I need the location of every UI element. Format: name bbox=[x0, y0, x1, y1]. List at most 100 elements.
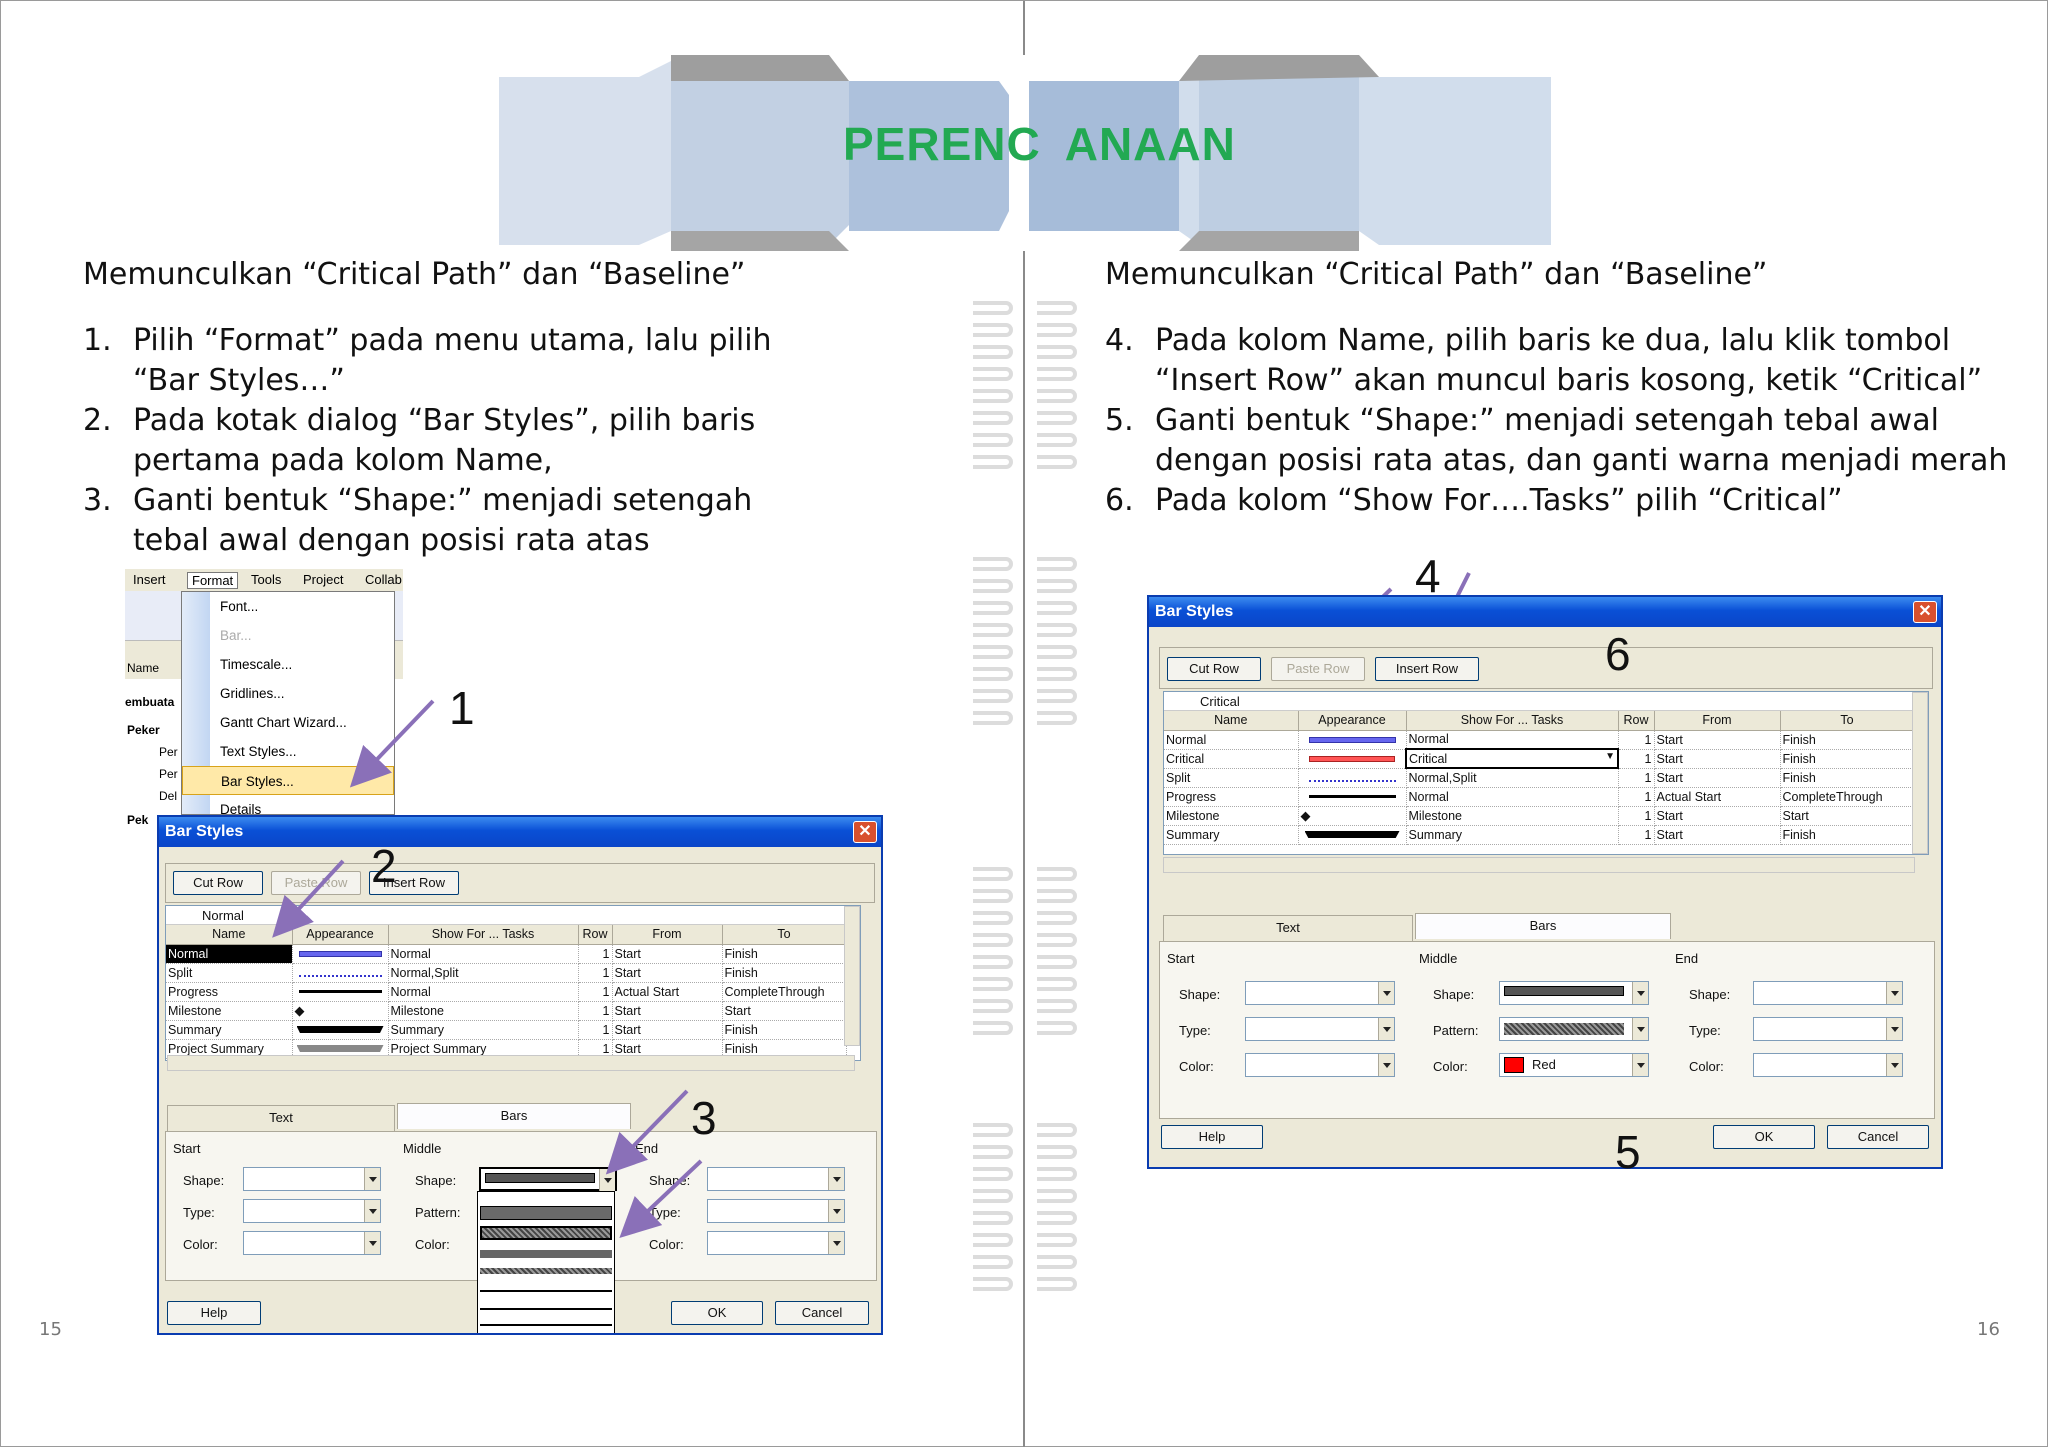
ok-button[interactable]: OK bbox=[1713, 1125, 1815, 1149]
cell-from[interactable]: Start bbox=[1654, 730, 1781, 750]
cell-name[interactable]: Normal bbox=[1164, 730, 1299, 750]
table-row[interactable]: Normal Normal 1 Start Finish bbox=[166, 944, 847, 964]
table-row[interactable]: Milestone ◆ Milestone 1 Start Start bbox=[1164, 806, 1915, 826]
horizontal-scrollbar[interactable] bbox=[167, 1055, 855, 1071]
start-shape-select[interactable] bbox=[243, 1167, 381, 1191]
cut-row-button[interactable]: Cut Row bbox=[1167, 657, 1261, 681]
table-row[interactable]: Progress Normal 1 Actual Start CompleteT… bbox=[166, 982, 847, 1002]
menu-item-text-styles[interactable]: Text Styles... bbox=[220, 744, 297, 759]
cell-to[interactable]: Start bbox=[1780, 806, 1915, 826]
table-row[interactable]: Critical Critical▼ 1 Start Finish bbox=[1164, 748, 1915, 769]
ok-button[interactable]: OK bbox=[671, 1301, 763, 1325]
tab-text[interactable]: Text bbox=[167, 1105, 395, 1131]
cell-row[interactable]: 1 bbox=[578, 1020, 613, 1040]
cell-show-for[interactable]: Summary bbox=[1406, 825, 1619, 845]
cell-show-for[interactable]: Milestone bbox=[388, 1001, 579, 1021]
cell-show-for[interactable]: Milestone bbox=[1406, 806, 1619, 826]
cell-row[interactable]: 1 bbox=[578, 982, 613, 1002]
cell-row[interactable]: 1 bbox=[1618, 749, 1655, 769]
vertical-scrollbar[interactable] bbox=[1912, 692, 1928, 854]
table-row[interactable]: Summary Summary 1 Start Finish bbox=[166, 1020, 847, 1040]
entry-field[interactable]: Critical bbox=[1164, 692, 1928, 711]
insert-row-button[interactable]: Insert Row bbox=[369, 871, 459, 895]
shape-dropdown-list[interactable] bbox=[477, 1191, 615, 1333]
cell-name[interactable]: Progress bbox=[1164, 787, 1299, 807]
cell-show-for[interactable]: Critical▼ bbox=[1405, 748, 1619, 769]
cell-from[interactable]: Start bbox=[612, 1001, 723, 1021]
cell-from[interactable]: Actual Start bbox=[1654, 787, 1781, 807]
cell-show-for[interactable]: Normal bbox=[388, 944, 579, 964]
menu-format[interactable]: Format bbox=[187, 572, 239, 589]
help-button[interactable]: Help bbox=[1161, 1125, 1263, 1149]
cell-to[interactable]: CompleteThrough bbox=[1780, 787, 1915, 807]
tab-bars[interactable]: Bars bbox=[1415, 913, 1671, 939]
column-header[interactable]: Name bbox=[166, 925, 293, 945]
cell-to[interactable]: Finish bbox=[1780, 768, 1915, 788]
cell-from[interactable]: Start bbox=[612, 1020, 723, 1040]
menu-project[interactable]: Project bbox=[303, 572, 344, 587]
menu-item-bar[interactable]: Bar... bbox=[220, 628, 252, 643]
cancel-button[interactable]: Cancel bbox=[1827, 1125, 1929, 1149]
cell-to[interactable]: Finish bbox=[722, 1020, 847, 1040]
cell-show-for[interactable]: Normal,Split bbox=[1406, 768, 1619, 788]
table-row[interactable]: Milestone ◆ Milestone 1 Start Start bbox=[166, 1001, 847, 1021]
end-shape-select[interactable] bbox=[707, 1167, 845, 1191]
cell-to[interactable]: Finish bbox=[1780, 825, 1915, 845]
cell-to[interactable]: Start bbox=[722, 1001, 847, 1021]
cell-name[interactable]: Split bbox=[166, 963, 293, 983]
vertical-scrollbar[interactable] bbox=[844, 906, 860, 1046]
cell-row[interactable]: 1 bbox=[578, 963, 613, 983]
cell-name[interactable]: Summary bbox=[1164, 825, 1299, 845]
start-color-select[interactable] bbox=[1245, 1053, 1395, 1077]
end-color-select[interactable] bbox=[707, 1231, 845, 1255]
start-type-select[interactable] bbox=[243, 1199, 381, 1223]
middle-color-select[interactable]: Red bbox=[1499, 1053, 1649, 1077]
column-header[interactable]: Appearance bbox=[1298, 711, 1407, 731]
cell-row[interactable]: 1 bbox=[578, 944, 613, 964]
cell-from[interactable]: Actual Start bbox=[612, 982, 723, 1002]
cell-row[interactable]: 1 bbox=[1618, 825, 1655, 845]
cell-name[interactable]: Milestone bbox=[1164, 806, 1299, 826]
column-header[interactable]: Show For ... Tasks bbox=[1406, 711, 1619, 731]
help-button[interactable]: Help bbox=[167, 1301, 261, 1325]
chevron-down-icon[interactable]: ▼ bbox=[1605, 751, 1615, 762]
tab-bars[interactable]: Bars bbox=[397, 1103, 631, 1129]
column-header[interactable]: Row bbox=[1618, 711, 1655, 731]
horizontal-scrollbar[interactable] bbox=[1163, 857, 1915, 873]
menu-tools[interactable]: Tools bbox=[251, 572, 282, 587]
cell-from[interactable]: Start bbox=[1654, 749, 1781, 769]
column-header[interactable]: From bbox=[1654, 711, 1781, 731]
menu-item-gantt-wizard[interactable]: Gantt Chart Wizard... bbox=[220, 715, 347, 730]
cell-name[interactable]: Normal bbox=[166, 944, 293, 964]
column-header[interactable]: Name bbox=[1164, 711, 1299, 731]
cell-show-for[interactable]: Normal bbox=[1406, 730, 1619, 750]
cell-show-for[interactable]: Normal,Split bbox=[388, 963, 579, 983]
cell-from[interactable]: Start bbox=[1654, 768, 1781, 788]
column-header[interactable]: Row bbox=[578, 925, 613, 945]
cell-to[interactable]: Finish bbox=[1780, 749, 1915, 769]
menu-item-bar-styles[interactable]: Bar Styles... bbox=[182, 766, 394, 795]
column-header[interactable]: From bbox=[612, 925, 723, 945]
end-shape-select[interactable] bbox=[1753, 981, 1903, 1005]
cell-to[interactable]: Finish bbox=[722, 944, 847, 964]
insert-row-button[interactable]: Insert Row bbox=[1375, 657, 1479, 681]
cut-row-button[interactable]: Cut Row bbox=[173, 871, 263, 895]
cell-name[interactable]: Project Summary bbox=[166, 1039, 293, 1059]
cell-name[interactable]: Split bbox=[1164, 768, 1299, 788]
paste-row-button[interactable]: Paste Row bbox=[1271, 657, 1365, 681]
cell-from[interactable]: Start bbox=[612, 944, 723, 964]
menu-item-details[interactable]: Details bbox=[220, 802, 262, 815]
end-type-select[interactable] bbox=[1753, 1017, 1903, 1041]
start-shape-select[interactable] bbox=[1245, 981, 1395, 1005]
start-type-select[interactable] bbox=[1245, 1017, 1395, 1041]
cell-to[interactable]: Finish bbox=[1780, 730, 1915, 750]
cell-from[interactable]: Start bbox=[612, 963, 723, 983]
table-row[interactable]: Progress Normal 1 Actual Start CompleteT… bbox=[1164, 787, 1915, 807]
cell-to[interactable]: Finish bbox=[722, 963, 847, 983]
menu-item-gridlines[interactable]: Gridlines... bbox=[220, 686, 285, 701]
middle-pattern-select[interactable] bbox=[1499, 1017, 1649, 1041]
close-icon[interactable]: ✕ bbox=[1913, 601, 1937, 623]
menu-collab[interactable]: Collab bbox=[365, 572, 402, 587]
cell-from[interactable]: Start bbox=[1654, 806, 1781, 826]
table-row[interactable]: Split Normal,Split 1 Start Finish bbox=[1164, 768, 1915, 788]
